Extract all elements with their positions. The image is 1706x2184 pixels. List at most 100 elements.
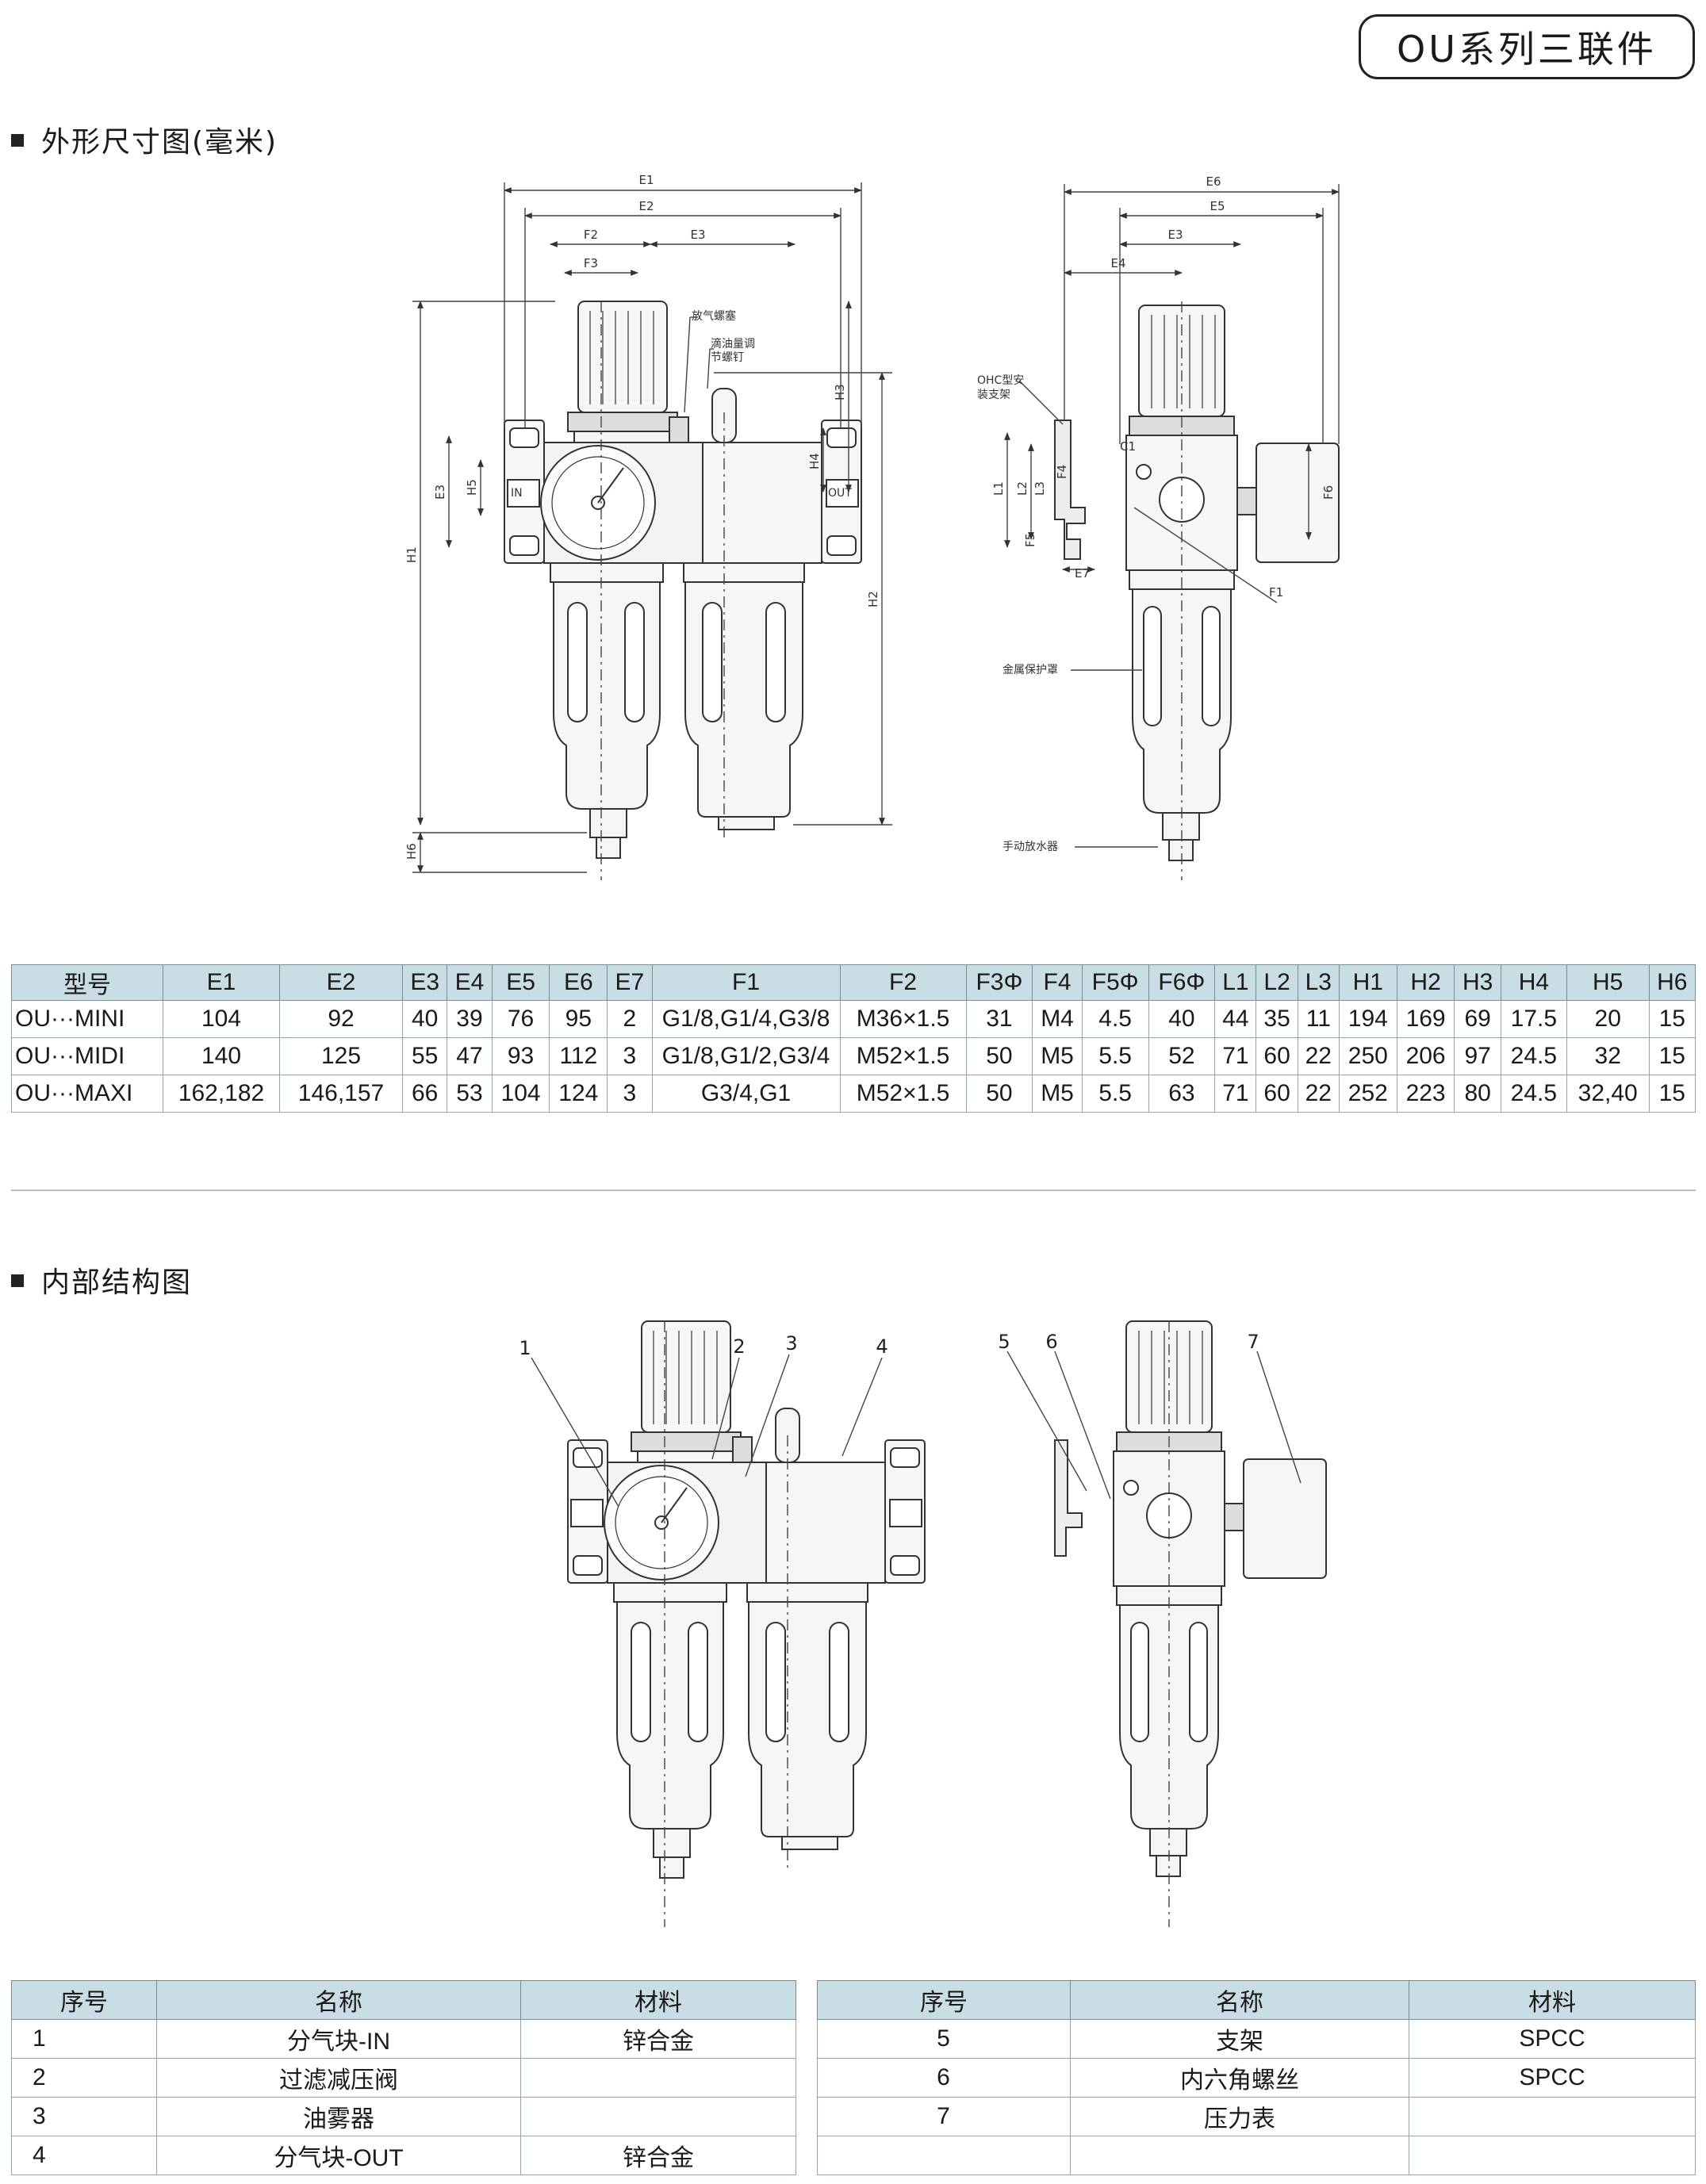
table-cell: 223 [1396, 1075, 1455, 1113]
header-cell: H1 [1338, 964, 1397, 1001]
label-h4: H4 [807, 453, 822, 469]
table-cell: 206 [1396, 1037, 1455, 1075]
table-cell: 66 [401, 1075, 448, 1113]
internal-front-view: 1 2 3 4 [519, 1320, 926, 1927]
header-cell: H5 [1566, 964, 1650, 1001]
table-cell: 146,157 [279, 1075, 403, 1113]
label-f3: F3 [584, 256, 598, 270]
front-view-drawing: E1 E2 F2 F3 E3 H1 H6 H2 H3 H4 E3 H5 放气螺塞… [404, 173, 892, 880]
table-cell: M4 [1032, 1000, 1083, 1038]
table-cell: 7 [817, 2097, 1071, 2136]
header-cell: F1 [651, 964, 841, 1001]
callout-3: 3 [785, 1332, 797, 1354]
series-title: OU系列三联件 [1359, 14, 1695, 79]
label-e3-side: E3 [1167, 228, 1183, 242]
header-cell: E5 [491, 964, 550, 1001]
table-cell: 63 [1148, 1075, 1216, 1113]
table-cell [520, 2058, 796, 2098]
header-cell: H2 [1396, 964, 1455, 1001]
label-h3: H3 [833, 384, 847, 400]
table-cell: 97 [1454, 1037, 1501, 1075]
table-cell: 40 [1148, 1000, 1216, 1038]
table-cell: 69 [1454, 1000, 1501, 1038]
table-cell: 3 [11, 2097, 157, 2136]
table-cell: 1 [11, 2019, 157, 2059]
header-cell: E6 [549, 964, 608, 1001]
header-cell: E3 [401, 964, 448, 1001]
table-cell: 5 [817, 2019, 1071, 2059]
table-cell: 3 [607, 1075, 653, 1113]
table-cell: 32 [1566, 1037, 1650, 1075]
table-cell [520, 2097, 796, 2136]
table-cell: 60 [1256, 1075, 1298, 1113]
header-cell: 型号 [11, 964, 163, 1001]
table-cell: M52×1.5 [839, 1037, 967, 1075]
note-vent-plug: 放气螺塞 [692, 309, 736, 323]
note-bracket-1: OHC型安 [977, 374, 1024, 387]
header-cell: F4 [1032, 964, 1083, 1001]
label-f1: F1 [1269, 585, 1283, 600]
table-cell [1409, 2097, 1696, 2136]
header-cell: F2 [839, 964, 967, 1001]
header-cell: 名称 [156, 1980, 521, 2020]
bullet-icon [11, 1274, 24, 1287]
table-cell: 44 [1214, 1000, 1257, 1038]
label-l3: L3 [1033, 481, 1047, 496]
label-h1: H1 [404, 546, 419, 563]
table-cell: OU···MAXI [11, 1075, 163, 1113]
table-cell: 76 [491, 1000, 550, 1038]
table-cell: 35 [1256, 1000, 1298, 1038]
label-e5: E5 [1210, 199, 1225, 213]
table-cell: 2 [11, 2058, 157, 2098]
note-oil-adjust-2: 节螺钉 [711, 351, 744, 364]
table-cell: 分气块-OUT [156, 2136, 521, 2175]
port-out-label: OUT [828, 487, 852, 500]
parts-table-right-header: 序号 名称 材料 [817, 1980, 1696, 2020]
callout-2: 2 [733, 1335, 745, 1358]
table-cell: 71 [1214, 1037, 1257, 1075]
table-cell: 95 [549, 1000, 608, 1038]
dimensions-table-header: 型号 E1 E2 E3 E4 E5 E6 E7 F1 F2 F3Φ F4 F5Φ… [11, 964, 1696, 1001]
table-cell: 32,40 [1566, 1075, 1650, 1113]
header-cell: 序号 [817, 1980, 1071, 2020]
table-cell: M5 [1032, 1037, 1083, 1075]
table-cell: G1/8,G1/4,G3/8 [651, 1000, 841, 1038]
header-cell: E1 [163, 964, 280, 1001]
header-cell: L1 [1214, 964, 1257, 1001]
table-cell: 125 [279, 1037, 403, 1075]
dimensions-section-title: 外形尺寸图(毫米) [11, 119, 278, 160]
table-cell: G3/4,G1 [651, 1075, 841, 1113]
header-cell: L2 [1256, 964, 1298, 1001]
table-cell: M52×1.5 [839, 1075, 967, 1113]
table-cell: 支架 [1070, 2019, 1409, 2059]
parts-table-left-header: 序号 名称 材料 [11, 1980, 796, 2020]
table-cell: 47 [447, 1037, 493, 1075]
label-f5: F5 [1023, 533, 1037, 547]
label-e1: E1 [638, 173, 654, 187]
note-oil-adjust-1: 滴油量调 [711, 337, 755, 351]
table-cell: 17.5 [1500, 1000, 1567, 1038]
table-cell: 52 [1148, 1037, 1216, 1075]
label-e6: E6 [1206, 174, 1221, 189]
table-cell: 104 [163, 1000, 280, 1038]
table-cell: 124 [549, 1075, 608, 1113]
note-bracket-2: 装支架 [977, 389, 1010, 401]
table-cell: G1/8,G1/2,G3/4 [651, 1037, 841, 1075]
label-h5: H5 [465, 479, 479, 496]
table-cell: 压力表 [1070, 2097, 1409, 2136]
callout-4: 4 [876, 1335, 888, 1358]
note-manual-drain: 手动放水器 [1003, 841, 1058, 853]
section-divider [11, 1190, 1696, 1191]
table-cell: 194 [1338, 1000, 1397, 1038]
header-cell: H6 [1648, 964, 1696, 1001]
